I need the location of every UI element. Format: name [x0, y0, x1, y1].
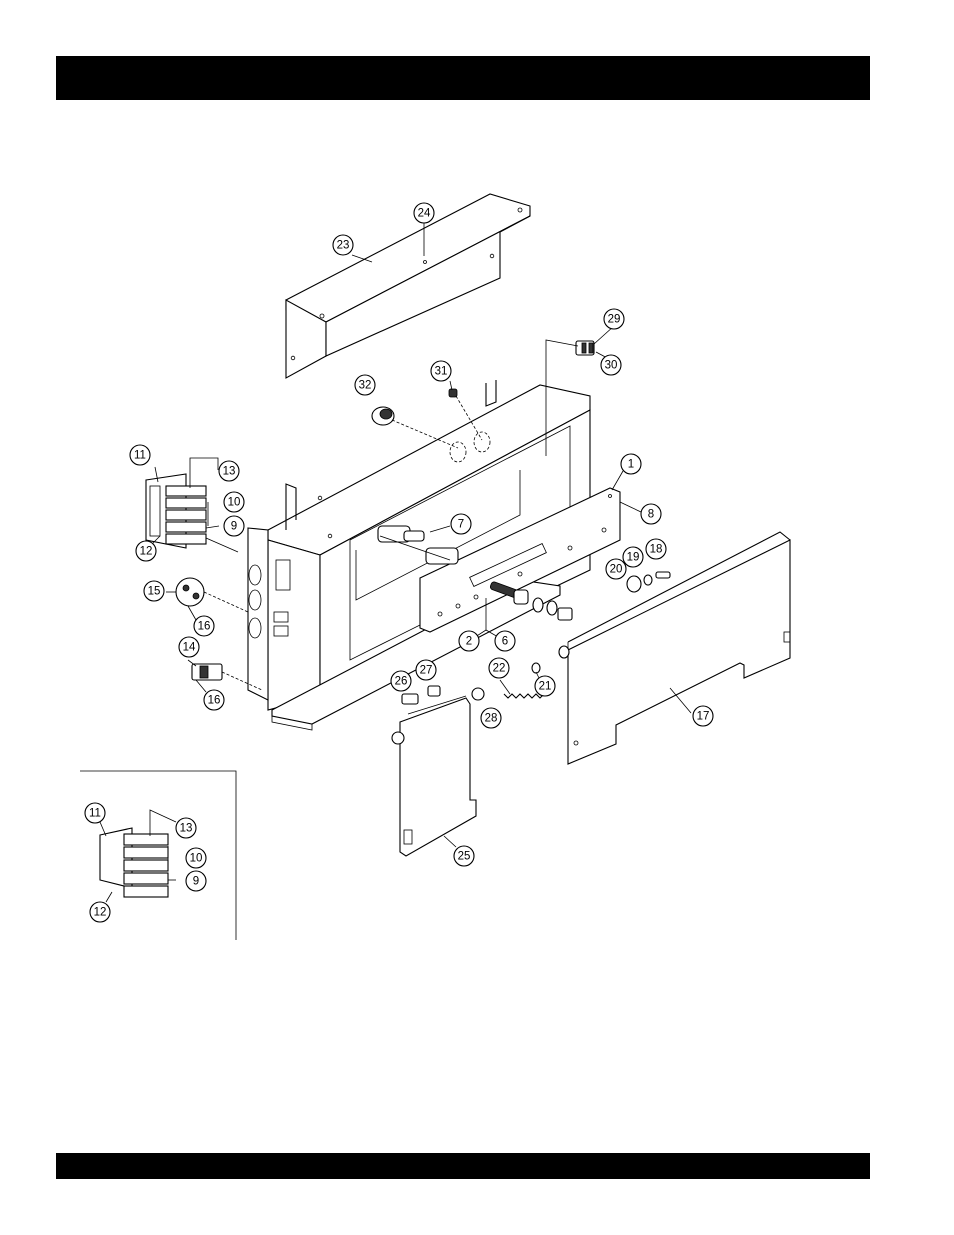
inset-terminal-block-part: [100, 810, 176, 897]
callout-13: 13: [219, 461, 239, 481]
callout-16: 16: [204, 690, 224, 710]
callout-32: 32: [355, 375, 375, 395]
callout-label: 2: [466, 636, 472, 648]
callout-27: 27: [416, 660, 436, 680]
callout-31: 31: [431, 361, 451, 381]
callout-18: 18: [646, 539, 666, 559]
fuse-holder-part: [402, 686, 484, 704]
hinge-hardware-part: [627, 572, 670, 592]
callout-label: 20: [610, 564, 623, 576]
callout-14: 14: [179, 637, 199, 657]
callout-label: 12: [94, 907, 107, 919]
front-cover-part: [568, 532, 790, 764]
callout-11: 11: [85, 803, 105, 823]
callout-label: 30: [605, 360, 618, 372]
callout-label: 11: [134, 450, 146, 462]
callout-label: 10: [190, 853, 203, 865]
callout-17: 17: [693, 706, 713, 726]
callout-30: 30: [601, 355, 621, 375]
callout-label: 6: [502, 636, 508, 648]
callout-19: 19: [623, 547, 643, 567]
callout-12: 12: [90, 902, 110, 922]
callout-21: 21: [535, 676, 555, 696]
callout-25: 25: [454, 846, 474, 866]
callout-2: 2: [459, 631, 479, 651]
callout-label: 16: [208, 695, 221, 707]
callout-label: 22: [493, 663, 506, 675]
callout-label: 14: [183, 642, 196, 654]
callout-label: 9: [231, 521, 237, 533]
callout-label: 12: [140, 546, 153, 558]
callout-22: 22: [489, 658, 509, 678]
callout-16: 16: [194, 616, 214, 636]
callout-label: 10: [228, 497, 241, 509]
callout-label: 8: [648, 509, 654, 521]
callout-1: 1: [621, 454, 641, 474]
callout-label: 26: [395, 676, 408, 688]
callout-label: 18: [650, 544, 663, 556]
receptacle-part: [176, 578, 248, 612]
callout-label: 15: [148, 586, 161, 598]
callout-label: 29: [608, 314, 621, 326]
callout-13: 13: [176, 818, 196, 838]
callout-label: 7: [458, 519, 464, 531]
top-cover-part: [286, 194, 530, 378]
callout-label: 13: [223, 466, 236, 478]
callout-label: 9: [193, 876, 199, 888]
callout-label: 23: [337, 240, 350, 252]
callout-label: 11: [89, 808, 101, 820]
callout-12: 12: [136, 541, 156, 561]
callout-label: 25: [458, 851, 471, 863]
callout-10: 10: [186, 848, 206, 868]
callout-10: 10: [224, 492, 244, 512]
callout-label: 32: [359, 380, 372, 392]
callout-label: 13: [180, 823, 193, 835]
access-plate-part: [392, 696, 476, 856]
callout-9: 9: [224, 516, 244, 536]
callout-8: 8: [641, 504, 661, 524]
callout-28: 28: [481, 708, 501, 728]
callout-9: 9: [186, 871, 206, 891]
callout-23: 23: [333, 235, 353, 255]
callout-label: 24: [418, 208, 431, 220]
callout-7: 7: [451, 514, 471, 534]
callout-24: 24: [414, 203, 434, 223]
callout-label: 27: [420, 665, 433, 677]
callout-label: 21: [539, 681, 552, 693]
callout-label: 16: [198, 621, 211, 633]
callout-label: 31: [435, 366, 448, 378]
callout-label: 28: [485, 713, 498, 725]
callout-label: 1: [628, 459, 634, 471]
callout-label: 19: [627, 552, 640, 564]
callout-15: 15: [144, 581, 164, 601]
callout-20: 20: [606, 559, 626, 579]
callout-29: 29: [604, 309, 624, 329]
callout-26: 26: [391, 671, 411, 691]
callout-label: 17: [697, 711, 710, 723]
callout-11: 11: [130, 445, 150, 465]
callout-6: 6: [495, 631, 515, 651]
